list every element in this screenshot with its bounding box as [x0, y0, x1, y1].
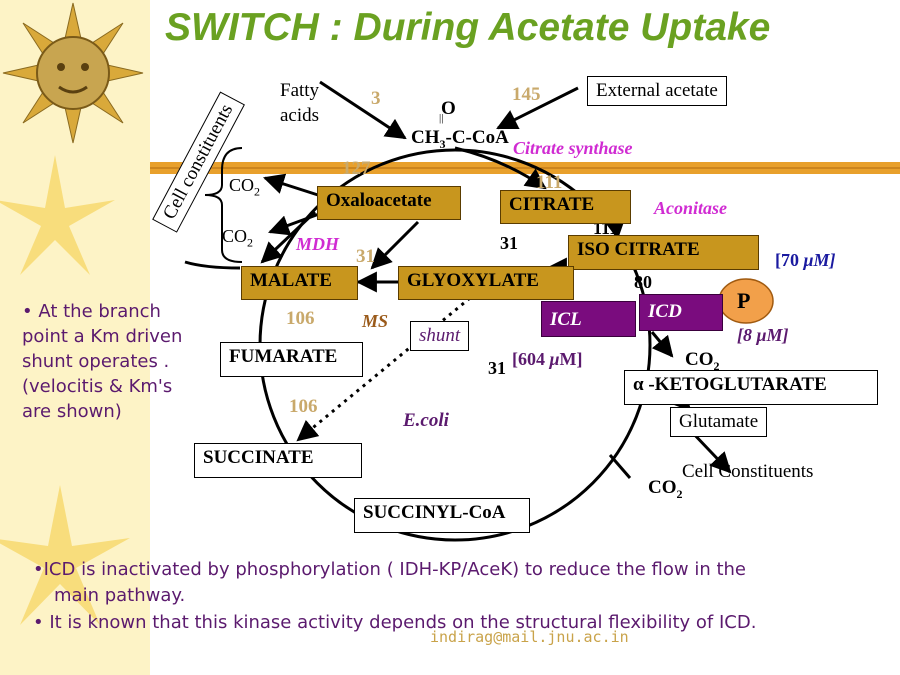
mdh-label: MDH [296, 234, 340, 254]
rate-31-b: 31 [356, 246, 375, 267]
ms-label: MS [362, 311, 389, 331]
aconitase-label: Aconitase [654, 198, 728, 218]
km-icl-604: [604 μM] [512, 349, 583, 369]
acetyl-double-bond: || [439, 112, 444, 124]
succinyl-coa-box: SUCCINYL-CoA [354, 498, 530, 533]
succinate-box: SUCCINATE [194, 443, 362, 478]
footer-email: indirag@mail.jnu.ac.in [430, 628, 629, 646]
rate-111-a: 111 [536, 172, 563, 193]
fumarate-box: FUMARATE [220, 342, 363, 377]
sun-decoration-icon [2, 2, 144, 144]
icl-box: ICL [541, 301, 636, 337]
rate-127: 127 [342, 158, 371, 179]
bullet-2: • It is known that this kinase activity … [33, 612, 757, 633]
page-title: SWITCH : During Acetate Uptake [165, 6, 771, 49]
malate-box: MALATE [241, 266, 358, 300]
co2-label-d: CO2 [648, 477, 683, 501]
rate-31-c: 31 [488, 358, 506, 378]
co2-label-b: CO2 [222, 226, 254, 250]
side-bullet: • At the branch point a Km driven shunt … [22, 301, 183, 422]
external-acetate-box: External acetate [587, 76, 727, 106]
rate-106-a: 106 [286, 308, 315, 329]
fatty-acids-label: Fatty acids [280, 80, 320, 126]
iso-citrate-box: ISO CITRATE [568, 235, 759, 270]
alpha-ketoglutarate-box: α -KETOGLUTARATE [624, 370, 878, 405]
oxaloacetate-box: Oxaloacetate [317, 186, 461, 220]
rate-145: 145 [512, 84, 541, 105]
km-icd-8: [8 μM] [737, 325, 789, 345]
phosphate-label: P [737, 288, 751, 313]
rate-80: 80 [634, 272, 652, 292]
km-icd-70: [70 μM] [775, 250, 836, 270]
rate-106-b: 106 [289, 396, 318, 417]
cell-constituents-label: Cell Constituents [682, 461, 814, 482]
co2-label-c: CO2 [685, 349, 720, 373]
acetyl-coa-label: CH3-C-CoA [411, 127, 509, 151]
rate-3: 3 [371, 88, 381, 109]
icd-box: ICD [639, 294, 723, 331]
star-decoration-icon [0, 155, 130, 625]
acetyl-o: O [441, 98, 456, 119]
co2-label-a: CO2 [229, 175, 261, 199]
bullet-1-line-2: main pathway. [54, 585, 186, 606]
citrate-box: CITRATE [500, 190, 631, 224]
ecoli-label: E.coli [403, 410, 449, 431]
bullet-1-line-1: •ICD is inactivated by phosphorylation (… [33, 559, 746, 580]
rate-31-a: 31 [500, 233, 518, 253]
glutamate-box: Glutamate [670, 407, 768, 437]
citrate-synthase-label: Citrate synthase [513, 138, 633, 158]
shunt-box: shunt [410, 321, 470, 351]
glyoxylate-box: GLYOXYLATE [398, 266, 574, 300]
